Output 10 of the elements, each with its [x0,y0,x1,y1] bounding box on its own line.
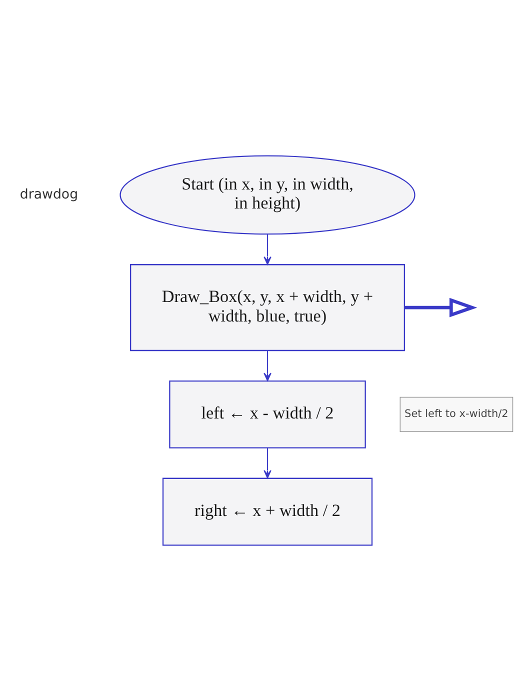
arrow [404,297,478,317]
arrow [264,233,272,264]
label: drawdog [20,186,78,202]
node-box: left ← x - width / 2 [169,380,366,448]
node-box: right ← x + width / 2 [162,477,373,546]
arrow [264,350,272,381]
node-box: Draw_Box(x, y, x + width, y + width, blue, true) [130,264,406,351]
arrow [264,447,272,478]
node-label: Set left to x-width/2 [404,408,508,420]
node-ellipse: Start (in x, in y, in width, in height) [120,154,416,234]
